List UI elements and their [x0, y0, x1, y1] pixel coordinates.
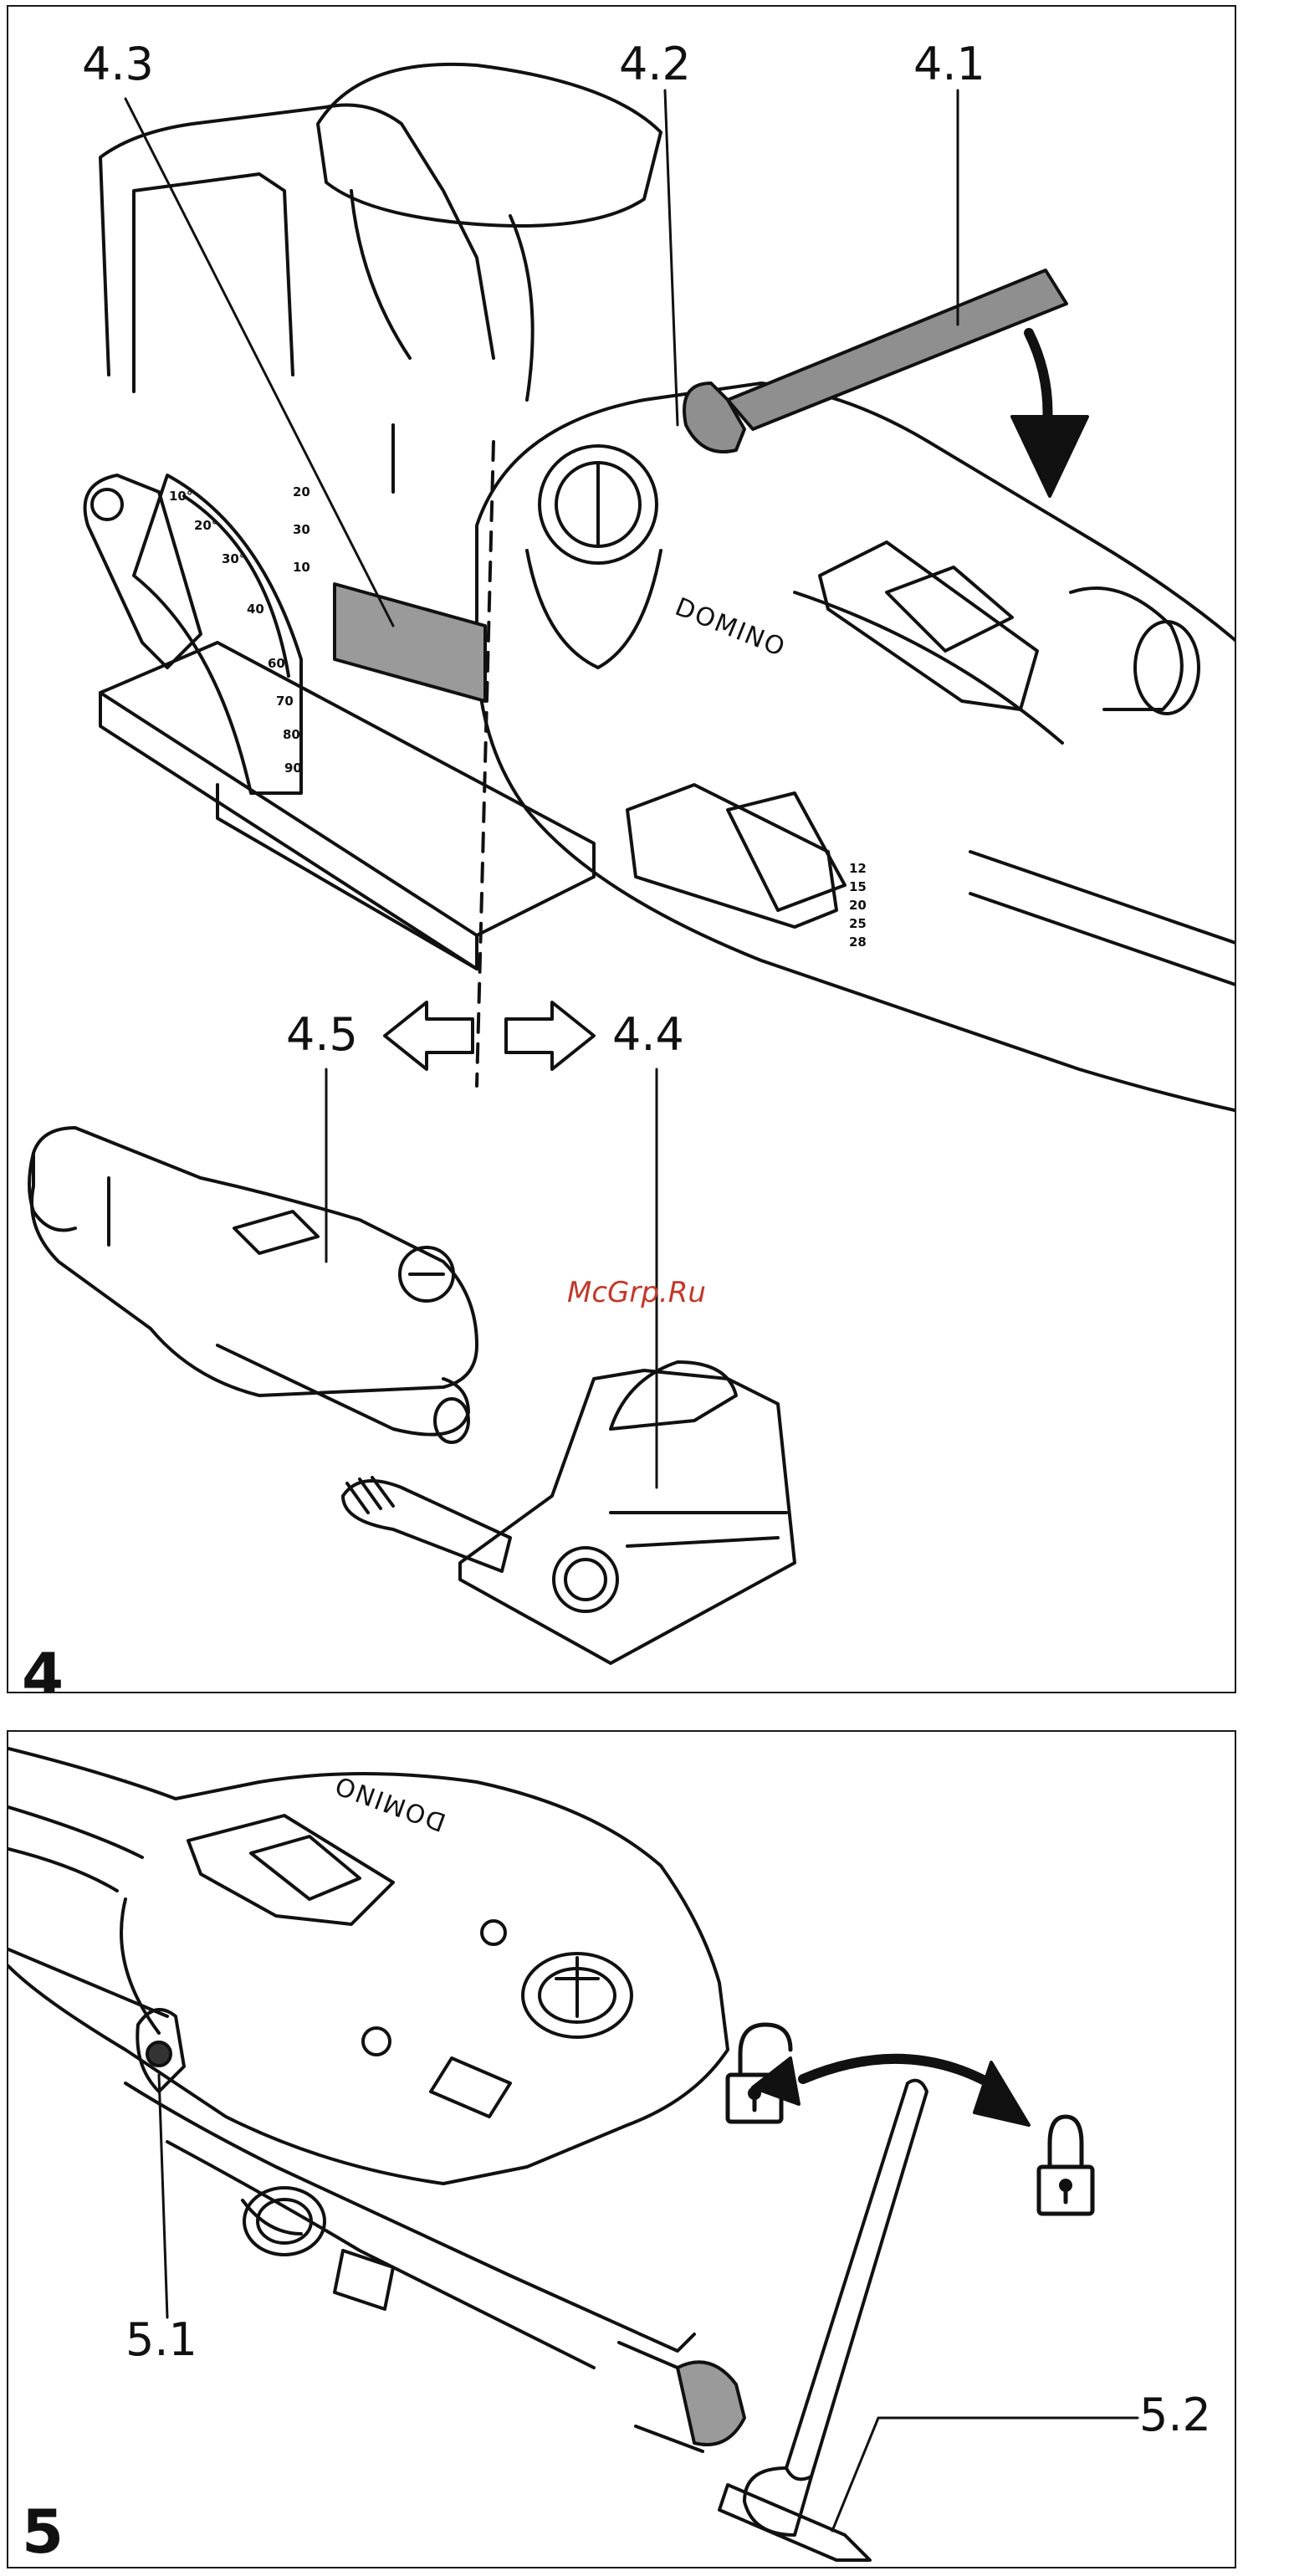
- locked-padlock-icon: [1039, 2117, 1092, 2214]
- depth-scale-label: 12: [849, 861, 867, 876]
- hose-adapter: [343, 1481, 510, 1571]
- angle-scale-label: 70: [276, 694, 294, 709]
- depth-adjuster: [627, 785, 836, 927]
- angle-scale-label: 90: [284, 761, 302, 776]
- fence-scale: 20 30 10: [293, 484, 310, 575]
- callout-4-1: 4.1: [913, 42, 985, 87]
- dust-port: [1071, 588, 1182, 709]
- power-switch: [820, 542, 1037, 709]
- callout-5-2: 5.2: [1139, 2393, 1211, 2438]
- separation-line: [477, 442, 494, 1086]
- clamp-lever: [85, 475, 201, 668]
- wrench: [786, 2081, 927, 2480]
- arrow-right: [506, 1002, 594, 1069]
- arrow-left: [385, 1002, 473, 1069]
- angle-scale-label: 80: [283, 727, 300, 742]
- figure-5-panel: DOMINO 5.1 5.2 5: [7, 1730, 1236, 2568]
- depth-scale-label: 25: [849, 916, 867, 931]
- figure-number-4: 4: [22, 1645, 64, 1693]
- angle-scale-label: 20°: [194, 518, 217, 533]
- brand-label: DOMINO: [671, 592, 790, 663]
- fence-scale-label: 10: [293, 560, 310, 575]
- fence-scale-label: 30: [293, 522, 310, 537]
- depth-scale-label: 28: [849, 935, 867, 950]
- fence-scale-label: 20: [293, 484, 310, 499]
- depth-scale: 12 15 20 25 28: [849, 861, 867, 950]
- angle-scale-label: 40: [247, 602, 264, 617]
- figure-4-drawing: 12 15 20 25 28 10° 20° 30° 40 60 70 80 9…: [8, 7, 1236, 1693]
- fence-side: [134, 174, 293, 392]
- base-unit: [460, 1370, 795, 1663]
- angle-scale-label: 30°: [222, 551, 245, 566]
- wrench: [728, 270, 1066, 429]
- base-plate: [100, 643, 594, 935]
- callout-4-3: 4.3: [82, 42, 154, 87]
- angle-scale-label: 10°: [169, 489, 192, 504]
- figure-5-drawing: DOMINO: [8, 1732, 1236, 2568]
- figure-number-5: 5: [22, 2502, 64, 2562]
- motor-housing: [8, 1749, 728, 2184]
- motor-housing: [477, 383, 1236, 1111]
- watermark: McGrp.Ru: [567, 1276, 706, 1309]
- callout-5-1: 5.1: [125, 2317, 197, 2363]
- lock-unlock-arrow: [803, 2059, 1004, 2092]
- fence-frame: [100, 105, 494, 376]
- brand-label: DOMINO: [330, 1769, 450, 1837]
- power-switch: [188, 1815, 393, 1924]
- callout-4-2: 4.2: [619, 42, 691, 87]
- depth-scale-label: 15: [849, 879, 867, 894]
- callout-4-5: 4.5: [286, 1012, 358, 1058]
- callout-4-4: 4.4: [612, 1012, 684, 1058]
- depth-scale-label: 20: [849, 898, 867, 913]
- angle-scale-label: 60: [268, 656, 285, 671]
- figure-4-panel: 12 15 20 25 28 10° 20° 30° 40 60 70 80 9…: [7, 5, 1236, 1693]
- motor-unit: [32, 1128, 477, 1396]
- top-handle: [318, 64, 661, 226]
